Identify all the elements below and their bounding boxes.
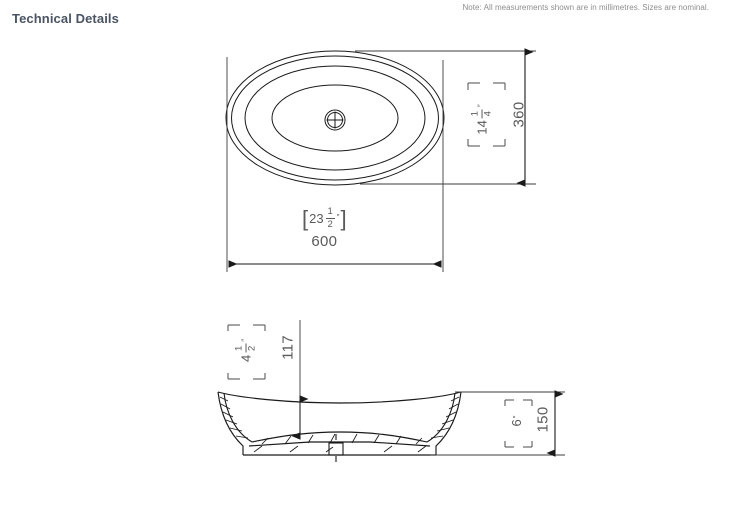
bracket-close: ] bbox=[340, 205, 347, 231]
drain-outer-circle bbox=[324, 109, 346, 131]
basin-outer-profile bbox=[217, 391, 462, 404]
dimension-bowl-depth-whole: 4 bbox=[238, 354, 254, 363]
dimension-bowl-depth-fraction: 1 2 bbox=[233, 343, 258, 353]
dimension-label-width: [ 23 1 2 ″ ] 600 bbox=[302, 207, 347, 249]
fraction-numerator: 1 bbox=[327, 206, 333, 217]
top-view-group bbox=[225, 50, 445, 186]
dimension-height-metric: 150 bbox=[534, 406, 552, 433]
section-hatching bbox=[219, 396, 460, 453]
basin-right-wall-outer bbox=[435, 391, 462, 455]
inch-mark: ″ bbox=[241, 338, 250, 342]
basin-interior-floor bbox=[251, 431, 428, 443]
dimension-117-bracket bbox=[227, 324, 266, 380]
inch-mark: ″ bbox=[477, 104, 486, 108]
measurement-note: Note: All measurements shown are in mill… bbox=[462, 3, 709, 12]
basin-left-wall-outer bbox=[217, 391, 244, 455]
basin-outline-outer bbox=[225, 50, 445, 186]
basin-outline-rim bbox=[231, 55, 439, 181]
inch-mark: ″ bbox=[511, 415, 521, 419]
dimension-height-imperial: 6 ″ bbox=[509, 401, 525, 441]
dimension-height-whole: 6 bbox=[509, 419, 524, 427]
dimension-width-imperial: [ 23 1 2 ″ ] bbox=[302, 207, 347, 230]
dimension-width-fraction: 1 2 bbox=[325, 206, 335, 230]
dimension-bowl-depth-imperial: 4 1 2 ″ bbox=[233, 325, 258, 375]
basin-base-ledge bbox=[248, 441, 431, 447]
drain-plug-rect bbox=[328, 442, 344, 456]
fraction-bar bbox=[325, 217, 335, 219]
top-view-extension-lines bbox=[226, 50, 536, 272]
dimension-depth-metric: 360 bbox=[510, 101, 528, 128]
page-title: Technical Details bbox=[12, 11, 119, 26]
fraction-denominator: 4 bbox=[482, 111, 494, 117]
dimension-bowl-depth-metric: 117 bbox=[279, 335, 297, 360]
front-section-view-group bbox=[217, 391, 462, 456]
dimension-150-bracket bbox=[504, 399, 533, 448]
basin-outline-bowl bbox=[244, 65, 426, 171]
bracket-open: [ bbox=[302, 205, 309, 231]
fraction-denominator: 2 bbox=[327, 218, 333, 230]
basin-left-wall-inner bbox=[223, 392, 253, 443]
inch-mark: ″ bbox=[336, 213, 340, 223]
basin-outline-base bbox=[271, 84, 399, 152]
dimension-width-metric: 600 bbox=[311, 232, 338, 250]
dimension-depth-whole: 14 bbox=[474, 120, 490, 135]
dimension-depth-fraction: 1 4 bbox=[469, 109, 494, 119]
drain-section-detail bbox=[328, 434, 344, 466]
fraction-numerator: 1 bbox=[469, 111, 481, 117]
basin-right-wall-inner bbox=[426, 392, 456, 443]
fraction-denominator: 2 bbox=[246, 345, 258, 351]
fraction-numerator: 1 bbox=[233, 345, 245, 351]
dimension-depth-imperial: 14 1 4 ″ bbox=[469, 93, 494, 145]
dimension-height-150 bbox=[430, 390, 565, 457]
dimension-width-whole: 23 bbox=[309, 210, 324, 226]
dimension-depth-360-bracket bbox=[467, 82, 506, 147]
